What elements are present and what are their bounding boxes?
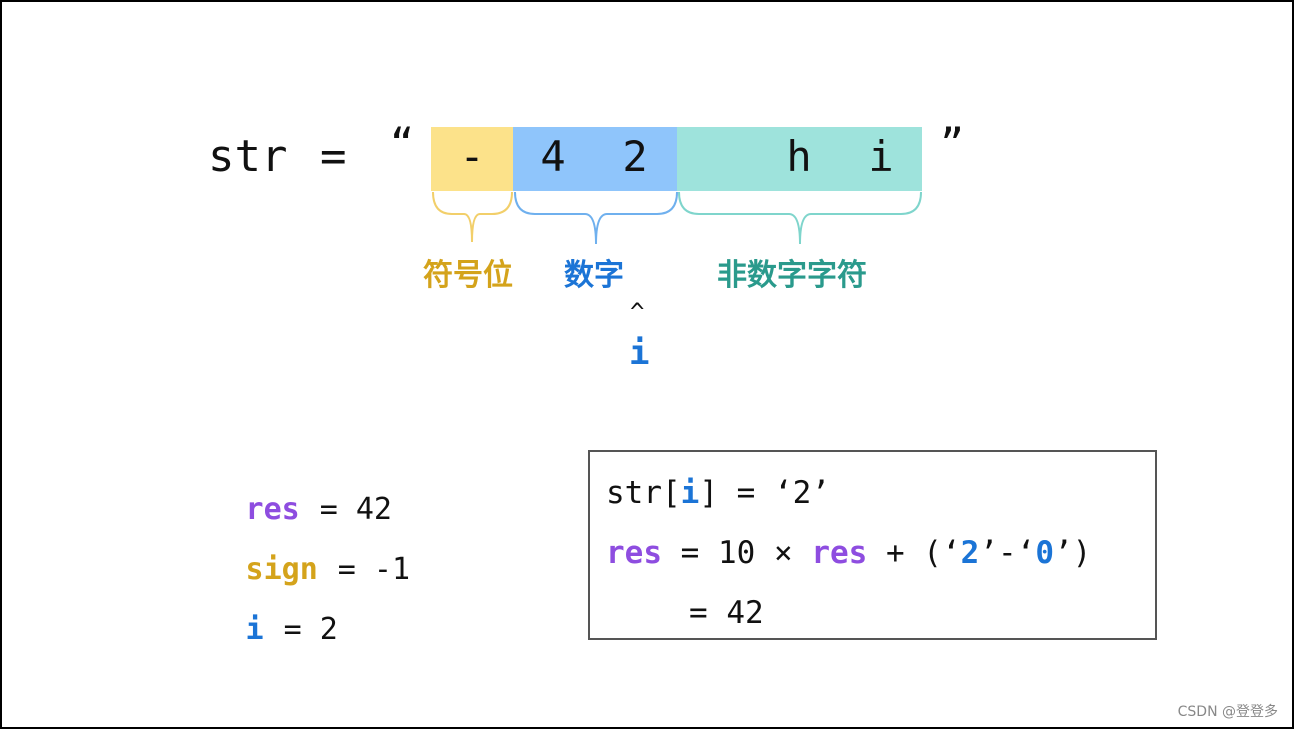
- sign-label: 符号位: [423, 258, 513, 293]
- non-digit-label: 非数字字符: [717, 258, 867, 293]
- code-res-lhs: res: [606, 535, 662, 571]
- sign-value: = -1: [337, 552, 411, 587]
- code-line-1: str[i] = ‘2’: [606, 478, 830, 509]
- sign-state: sign = -1: [207, 536, 411, 604]
- code-minus: ’-‘: [979, 535, 1036, 571]
- code-line-3: = 42: [689, 595, 764, 631]
- pointer-i: i: [629, 333, 650, 373]
- code-digit-2: 2: [960, 535, 980, 571]
- char-i: i: [868, 132, 894, 181]
- char-2: 2: [622, 132, 648, 181]
- code-str-close: ] = ‘2’: [699, 475, 830, 511]
- digit-brace: [514, 191, 678, 245]
- code-line-2: res = 10 × res + (‘2’-‘0’): [606, 538, 1091, 569]
- sign-cell: [431, 127, 513, 191]
- code-close: ’): [1053, 535, 1092, 571]
- digit-label: 数字: [564, 258, 624, 293]
- char-h: h: [786, 132, 812, 181]
- close-quote: ”: [940, 121, 965, 167]
- computation-box: str[i] = ‘2’ res = 10 × res + (‘2’-‘0’) …: [588, 450, 1157, 640]
- code-times: = 10 ×: [662, 535, 812, 571]
- i-state: i = 2: [207, 596, 338, 664]
- res-state: res = 42: [207, 476, 392, 544]
- res-name: res: [245, 492, 300, 527]
- code-str-open: str[: [606, 475, 681, 511]
- code-res-rhs: res: [811, 535, 868, 571]
- digit-cell: [513, 127, 677, 191]
- non-digit-brace: [678, 191, 922, 245]
- code-plus: + (‘: [867, 535, 961, 571]
- brace-layer: [432, 191, 922, 245]
- code-digit-0: 0: [1035, 535, 1054, 571]
- char-minus: -: [459, 132, 485, 181]
- sign-name: sign: [245, 552, 318, 587]
- i-name: i: [245, 612, 264, 647]
- caret-pointer: ^: [630, 298, 645, 326]
- code-index-i: i: [680, 475, 700, 511]
- str-label: str: [208, 131, 288, 182]
- non-digit-cell: [677, 127, 922, 191]
- char-4: 4: [540, 132, 566, 181]
- i-value: = 2: [283, 612, 338, 647]
- open-quote: “: [390, 121, 415, 167]
- sign-brace: [432, 191, 513, 243]
- equals-sign: =: [320, 131, 347, 182]
- res-value: = 42: [319, 492, 392, 527]
- watermark: CSDN @登登多: [1177, 704, 1278, 720]
